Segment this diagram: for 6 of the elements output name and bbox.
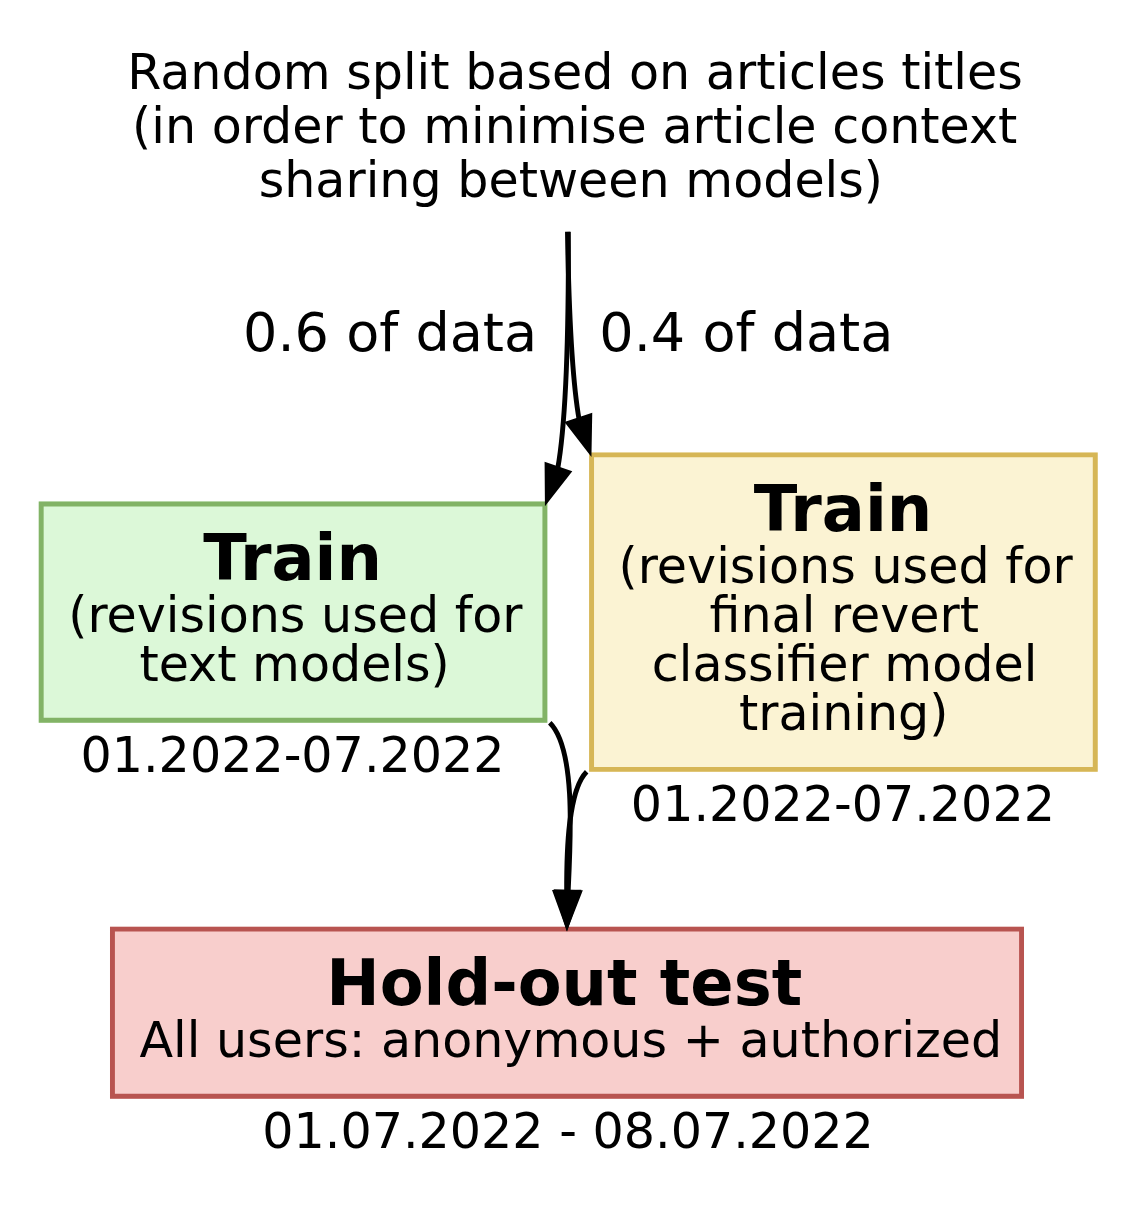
node-text: Random split based on articles titles (in order to minimise article context sharing between models) [127, 42, 1023, 209]
node-label: 01.07.2022 - 08.07.2022 [262, 1101, 874, 1160]
label: 0.6 of data [243, 300, 538, 364]
label: 0.4 of data [599, 300, 894, 364]
node-label: 01.2022-07.2022 [630, 774, 1055, 833]
node-label: 01.2022-07.2022 [80, 725, 505, 784]
